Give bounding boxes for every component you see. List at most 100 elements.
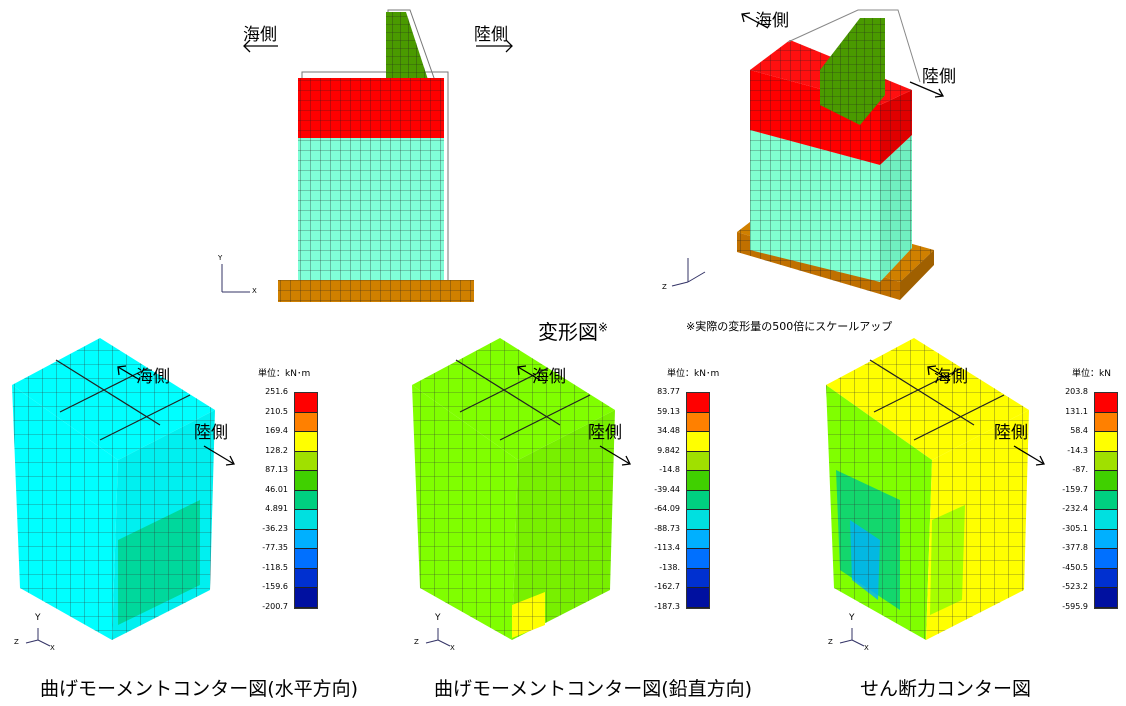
legend-swatch — [1095, 393, 1117, 413]
arrow-label-land-p3: 陸側 — [994, 423, 1028, 443]
legend-swatch — [1095, 412, 1117, 432]
legend-value: -200.7 — [262, 601, 288, 611]
legend-value: 9.842 — [657, 445, 680, 455]
legend-swatch — [1095, 432, 1117, 452]
arrow-label-land-3d: 陸側 — [922, 67, 956, 87]
axis-x-p2: X — [450, 644, 455, 652]
legend-value: -595.9 — [1062, 601, 1088, 611]
legend-value: -523.2 — [1062, 582, 1088, 591]
legend-value: -14.8 — [659, 465, 680, 474]
caption-panel3: せん断力コンター図 — [860, 678, 1032, 700]
axis-z-p2: Z — [414, 638, 419, 646]
legend-swatch — [295, 510, 317, 530]
arrow-label-sea-p2: 海側 — [532, 367, 566, 387]
legend-value: -232.4 — [1062, 504, 1088, 513]
legend-swatch — [1095, 451, 1117, 471]
caption-panel1: 曲げモーメントコンター図(水平方向) — [40, 678, 359, 700]
legend-color-bar-p3 — [1094, 392, 1118, 609]
legend-swatch — [295, 490, 317, 510]
legend-value: 128.2 — [265, 445, 288, 455]
legend-value: 58.4 — [1070, 426, 1088, 435]
axis-y-p2: Y — [435, 613, 441, 623]
legend-swatch — [1095, 490, 1117, 510]
legend-unit-p3: 単位：kN — [1072, 369, 1111, 379]
legend-value: 34.48 — [657, 426, 680, 435]
legend-value: -450.5 — [1062, 562, 1088, 572]
legend-swatch — [687, 393, 709, 413]
legend-swatch — [687, 568, 709, 588]
legend-value: -118.5 — [262, 562, 288, 572]
legend-swatch — [295, 568, 317, 588]
legend-swatch — [687, 510, 709, 530]
legend-value: 131.1 — [1065, 406, 1088, 416]
legend-swatch — [1095, 549, 1117, 569]
axis-y-p3: Y — [849, 613, 855, 623]
axis-z-3d: Z — [662, 283, 667, 291]
arrow-label-land-p2: 陸側 — [588, 423, 622, 443]
deformation-caption: 変形図※ — [538, 320, 609, 344]
axis-triad-front — [221, 264, 250, 293]
legend-swatch — [687, 490, 709, 510]
deformation-caption-mark: ※ — [598, 320, 609, 335]
legend-swatch — [295, 432, 317, 452]
legend-value: -64.09 — [654, 504, 680, 513]
arrow-label-sea-p3: 海側 — [934, 367, 968, 387]
caption-panel2: 曲げモーメントコンター図(鉛直方向) — [434, 678, 753, 700]
legend-color-bar-p2 — [686, 392, 710, 609]
arrow-label-land-front: 陸側 — [474, 25, 508, 45]
arrow-label-sea-p1: 海側 — [136, 367, 170, 387]
legend-value: -138. — [659, 562, 680, 572]
legend-value: -159.7 — [1062, 484, 1088, 494]
legend-value: -159.6 — [262, 582, 288, 591]
legend-value: 4.891 — [265, 504, 288, 513]
legend-value: 59.13 — [657, 406, 680, 416]
legend-swatch — [687, 432, 709, 452]
legend-value: 210.5 — [265, 406, 288, 416]
legend-swatch — [1095, 529, 1117, 549]
axis-x-p1: X — [50, 644, 55, 652]
legend-value: -77.35 — [262, 543, 288, 552]
legend-swatch — [295, 471, 317, 491]
arrow-label-sea-3d: 海側 — [755, 11, 789, 31]
legend-swatch — [1095, 471, 1117, 491]
legend-value: 83.77 — [657, 387, 680, 396]
legend-value: -39.44 — [654, 484, 680, 494]
axis-y-front: Y — [218, 254, 223, 262]
legend-swatch — [295, 588, 317, 608]
legend-value: -36.23 — [262, 523, 288, 533]
scale-note: ※実際の変形量の500倍にスケールアップ — [686, 320, 893, 333]
axis-x-front: X — [252, 287, 257, 295]
legend-swatch — [295, 412, 317, 432]
legend-swatch — [295, 549, 317, 569]
arrow-label-land-p1: 陸側 — [194, 423, 228, 443]
axis-z-p3: Z — [828, 638, 833, 646]
legend-value: -187.3 — [654, 601, 680, 611]
legend-swatch — [295, 529, 317, 549]
legend-unit-p1: 単位：kN･m — [258, 369, 311, 379]
legend-swatch — [687, 529, 709, 549]
legend-swatch — [687, 588, 709, 608]
legend-color-bar-p1 — [294, 392, 318, 609]
axis-y-p1: Y — [35, 613, 41, 623]
legend-value: -162.7 — [654, 582, 680, 591]
legend-swatch — [687, 451, 709, 471]
axis-x-p3: X — [864, 644, 869, 652]
legend-value: 251.6 — [265, 387, 288, 396]
panel3-model — [826, 338, 1029, 647]
legend-swatch — [295, 393, 317, 413]
deformation-3d-view — [671, 9, 934, 300]
legend-swatch — [1095, 510, 1117, 530]
legend-value: 87.13 — [265, 465, 288, 474]
legend-value: -113.4 — [654, 543, 680, 552]
panel2-model — [412, 338, 615, 647]
panel1-model — [12, 338, 215, 647]
arrow-label-sea-front: 海側 — [243, 25, 277, 45]
legend-value: -14.3 — [1067, 445, 1088, 455]
legend-swatch — [687, 549, 709, 569]
legend-value: 169.4 — [265, 426, 288, 435]
legend-swatch — [687, 412, 709, 432]
legend-value: 203.8 — [1065, 387, 1088, 396]
axis-z-p1: Z — [14, 638, 19, 646]
legend-value: -87. — [1072, 465, 1088, 474]
